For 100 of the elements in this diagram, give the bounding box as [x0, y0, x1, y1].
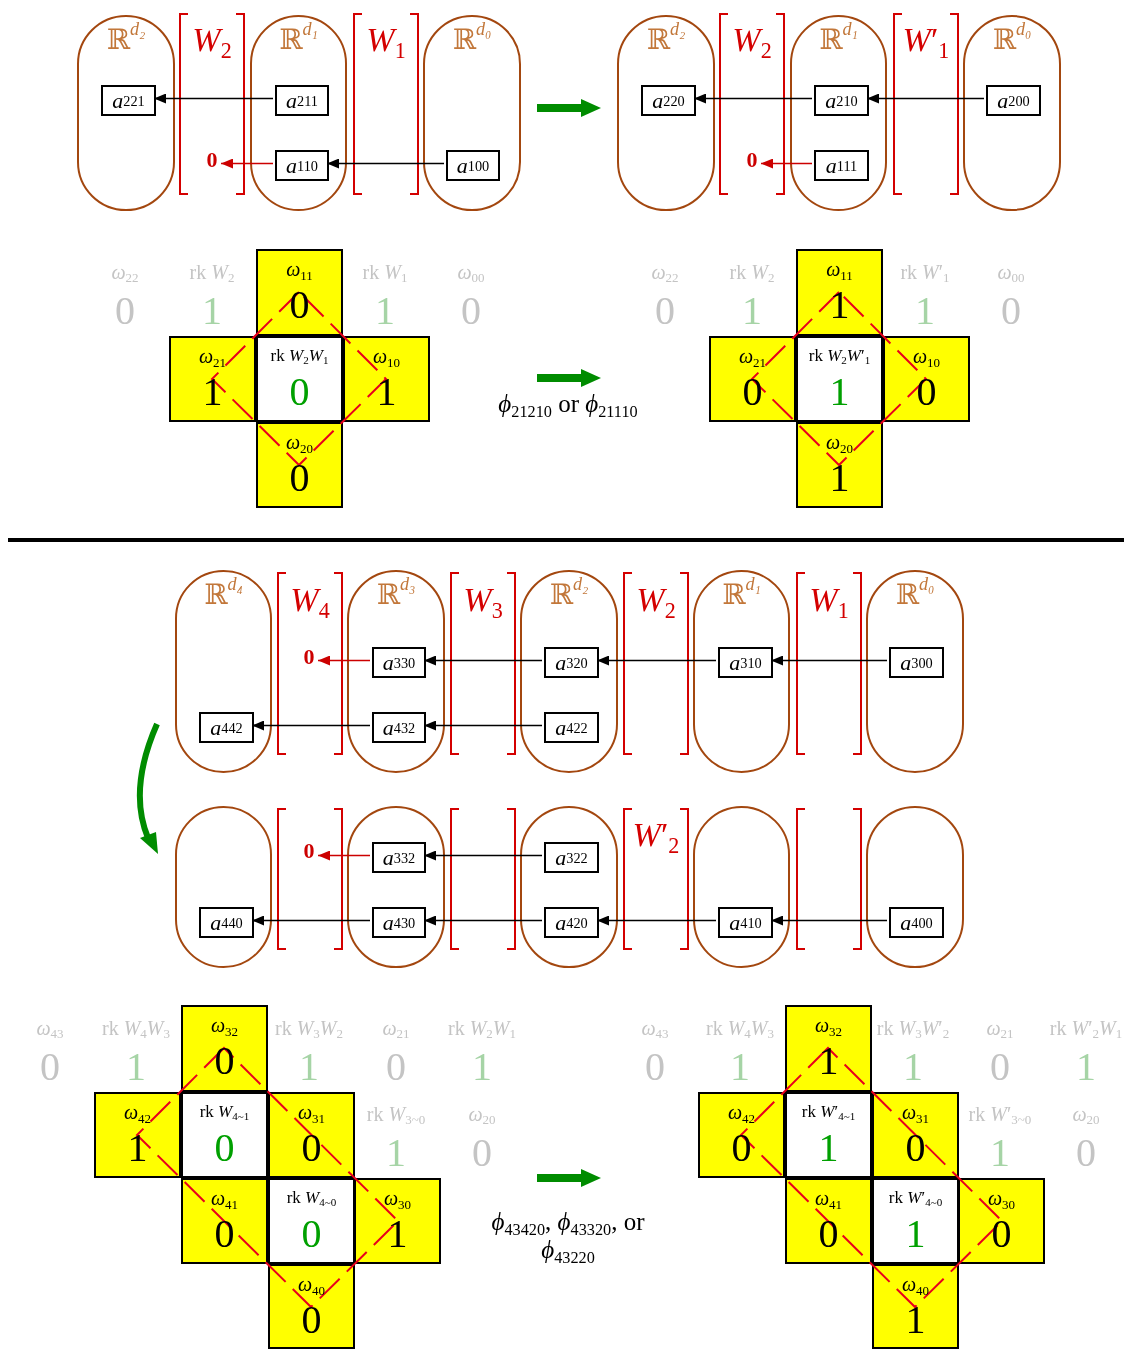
zero-label: 0	[300, 839, 318, 863]
rank-label: rk W$_{4~1}$	[199, 1101, 250, 1124]
matrix-label: W$_{1}$	[809, 581, 849, 619]
omega-cell	[785, 1005, 872, 1092]
cell-value: 0	[916, 370, 937, 414]
arrow	[153, 93, 274, 104]
rank-label: rk W$_{4~0}$	[286, 1187, 337, 1210]
omega-cell	[256, 249, 343, 336]
grid-value: 0	[115, 286, 135, 334]
arrow	[770, 915, 888, 926]
arrow	[423, 720, 543, 731]
map-label: ϕ$_{43420}$, ϕ$_{43320}$, or ϕ$_{43220}$	[490, 1208, 646, 1264]
space-label: ℝ$^{d₂}$	[548, 578, 590, 611]
omega-cell	[796, 422, 883, 508]
omega-cell	[343, 336, 430, 422]
cell-value: 0	[214, 1212, 235, 1256]
omega-cell	[796, 249, 883, 336]
cell-value: 0	[301, 1126, 322, 1170]
grid-value: 1	[1076, 1042, 1096, 1090]
matrix-label: W$_{2}$	[636, 581, 676, 619]
cell-value: 0	[289, 456, 310, 500]
omega-cell	[169, 336, 256, 422]
grid-label: ω$_{00}$	[997, 260, 1025, 284]
omega-label: ω$_{31}$	[297, 1100, 326, 1124]
omega-label: ω$_{41}$	[814, 1186, 843, 1210]
omega-cell	[268, 1092, 355, 1178]
grid-value: 1	[202, 286, 222, 334]
rank-cell	[181, 1092, 268, 1178]
omega-label: ω$_{32}$	[210, 1013, 239, 1037]
space-capsule	[520, 806, 618, 968]
cell-value: 1	[127, 1126, 148, 1170]
arrow	[596, 655, 717, 666]
cell-value: 1	[829, 370, 850, 414]
cell-value: 1	[905, 1212, 926, 1256]
grid-value: 0	[461, 286, 481, 334]
omega-cell	[872, 1092, 959, 1178]
cell-value: 0	[214, 1126, 235, 1170]
grid-label: rk W$_{1}$	[362, 260, 408, 284]
omega-label: ω$_{42}$	[727, 1100, 756, 1124]
zero-label: 0	[300, 645, 318, 669]
arrow	[423, 655, 543, 666]
cell-value: 1	[387, 1212, 408, 1256]
arrow	[317, 850, 371, 861]
space-capsule	[617, 15, 715, 211]
grid-label: rk W$_{3}$W$_{2}$	[275, 1016, 343, 1040]
grid-value: 1	[126, 1042, 146, 1090]
grid-label: ω$_{20}$	[1072, 1102, 1100, 1126]
cell-value: 0	[818, 1212, 839, 1256]
omega-label: ω$_{10}$	[372, 344, 401, 368]
cell-value: 0	[301, 1212, 322, 1256]
omega-label: ω$_{11}$	[826, 257, 853, 281]
grid-label: ω$_{22}$	[651, 260, 679, 284]
space-label: ℝ$^{d₀}$	[451, 23, 493, 56]
space-capsule	[520, 570, 618, 773]
space-capsule	[866, 570, 964, 773]
omega-label: ω$_{32}$	[814, 1013, 843, 1037]
grid-label: rk W$_{2}$	[189, 260, 235, 284]
omega-label: ω$_{42}$	[123, 1100, 152, 1124]
space-capsule	[790, 15, 887, 211]
omega-label: ω$_{41}$	[210, 1186, 239, 1210]
grid-value: 1	[742, 286, 762, 334]
space-capsule	[693, 570, 790, 773]
grid-value: 1	[472, 1042, 492, 1090]
cell-value: 0	[991, 1212, 1012, 1256]
space-capsule	[347, 570, 445, 773]
space-capsule	[77, 15, 175, 211]
grid-label: ω$_{00}$	[457, 260, 485, 284]
grid-value: 0	[386, 1042, 406, 1090]
arrow	[596, 915, 717, 926]
omega-label: ω$_{30}$	[383, 1186, 412, 1210]
grid-label: ω$_{21}$	[986, 1016, 1014, 1040]
cell-value: 0	[289, 283, 310, 327]
matrix-label: W$_{2}$	[192, 21, 232, 59]
cell-value: 0	[731, 1126, 752, 1170]
arrow	[220, 158, 274, 169]
matrix-label: W$_{4}$	[290, 581, 330, 619]
grid-label: ω$_{20}$	[468, 1102, 496, 1126]
arrow	[693, 93, 813, 104]
space-label: ℝ$^{d₂}$	[645, 23, 687, 56]
matrix-label: W$_{1}$	[366, 21, 406, 59]
omega-cell	[94, 1092, 181, 1178]
grid-label: rk W′$_{3~0}$	[968, 1102, 1032, 1126]
omega-label: ω$_{10}$	[912, 344, 941, 368]
omega-cell	[256, 422, 343, 508]
space-label: ℝ$^{d₀}$	[991, 23, 1033, 56]
grid-value: 1	[375, 286, 395, 334]
matrix-label: W′$_{2}$	[632, 816, 680, 854]
map-label: ϕ$_{21210}$ or ϕ$_{21110}$	[497, 390, 639, 418]
space-capsule	[866, 806, 964, 968]
arrow	[423, 850, 543, 861]
grid-value: 0	[645, 1042, 665, 1090]
space-capsule	[963, 15, 1061, 211]
rank-cell	[785, 1092, 872, 1178]
rank-label: rk W$_{2}$W′$_{1}$	[808, 345, 871, 368]
matrix-label: W′$_{1}$	[902, 21, 950, 59]
rank-label: rk W$_{2}$W$_{1}$	[270, 345, 329, 368]
omega-label: ω$_{31}$	[901, 1100, 930, 1124]
grid-value: 0	[990, 1042, 1010, 1090]
rank-cell	[872, 1178, 959, 1264]
omega-label: ω$_{40}$	[901, 1272, 930, 1296]
